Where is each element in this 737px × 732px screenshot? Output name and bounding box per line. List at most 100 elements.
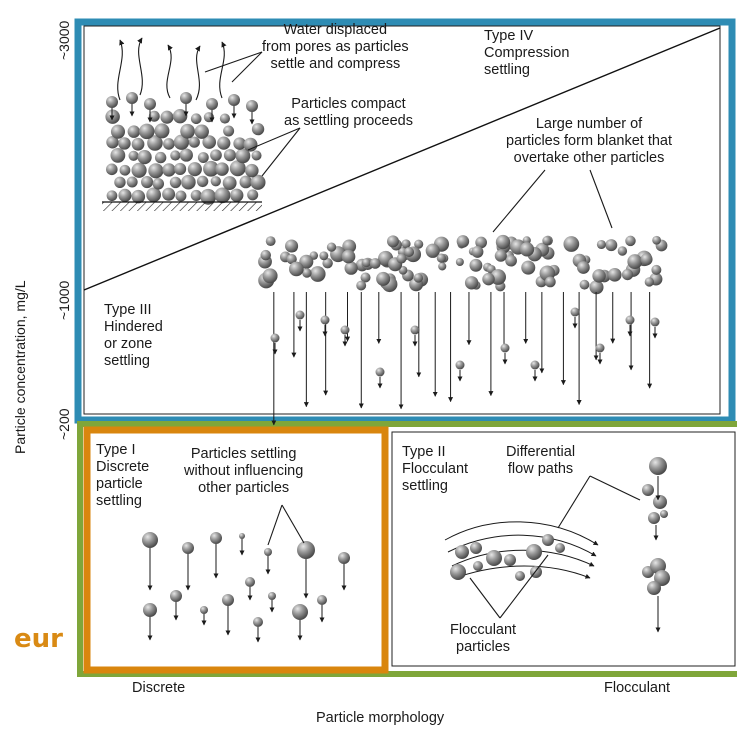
compressed-particle <box>139 123 155 140</box>
compressed-particle <box>169 176 182 189</box>
compressed-particle <box>197 152 209 163</box>
floc-particle <box>660 510 668 518</box>
floc-particle <box>526 544 542 560</box>
floc-particle <box>649 457 667 475</box>
ytick-1000: ~1000 <box>56 280 72 320</box>
compressed-particle <box>131 189 146 204</box>
floc-particle <box>486 550 502 566</box>
discrete-particle <box>317 595 327 605</box>
blanket-particle <box>521 260 536 275</box>
type4-title: Type IV Compression settling <box>484 28 570 78</box>
compressed-particle <box>106 163 118 176</box>
compressed-particle <box>190 113 202 125</box>
compressed-particle <box>188 136 200 148</box>
x-axis-label: Particle morphology <box>316 710 445 726</box>
compressed-particle <box>251 122 265 136</box>
discrete-particle <box>245 577 255 587</box>
compressed-particle <box>200 188 217 205</box>
type4-note2: Particles compact as settling proceeds <box>284 96 413 129</box>
blanket-particle <box>342 239 357 254</box>
free-particle <box>340 325 350 335</box>
compressed-particle <box>233 137 246 150</box>
blanket-particle <box>265 236 276 247</box>
blanket-particle <box>617 246 628 256</box>
compressed-particle <box>131 137 145 151</box>
compressed-particle <box>203 160 219 177</box>
compressed-particle <box>214 187 231 204</box>
discrete-particle <box>210 532 222 544</box>
blanket-particle <box>289 261 304 277</box>
floc-particle <box>647 581 661 595</box>
type2-note2: Flocculant particles <box>450 622 517 655</box>
compressed-particle <box>210 149 222 161</box>
floc-particle <box>504 554 516 566</box>
blanket-particle <box>341 249 356 264</box>
compressed-particle <box>118 188 132 202</box>
blanket-particle <box>505 254 517 267</box>
compressed-particle <box>128 150 139 161</box>
compressed-particle <box>163 138 175 150</box>
blanket-particle <box>621 269 634 281</box>
blanket-particle <box>413 273 424 283</box>
blanket-particle <box>285 239 299 253</box>
compressed-particle <box>144 98 156 110</box>
discrete-particle <box>222 594 234 606</box>
compressed-particle <box>162 163 176 177</box>
type2-title: Type II Flocculant settling <box>402 444 469 494</box>
floc-particle <box>450 564 466 580</box>
blanket-particle <box>494 249 507 262</box>
floc-particle <box>515 571 525 581</box>
free-particle <box>375 367 385 377</box>
blanket-particle <box>456 235 470 248</box>
floc-particle <box>555 543 565 553</box>
floc-particle <box>455 545 469 559</box>
blanket-particle <box>376 271 391 286</box>
blanket-particle <box>592 269 606 283</box>
compressed-particle <box>118 137 131 150</box>
compressed-particle <box>179 148 193 162</box>
type3-4-inner-frame <box>83 25 721 415</box>
blanket-particle <box>414 239 424 249</box>
compressed-particle <box>126 176 138 188</box>
flow-path-arrows <box>444 521 599 579</box>
blanket-particle <box>425 243 440 258</box>
compressed-particle <box>223 149 237 162</box>
blanket-particle <box>644 277 654 287</box>
compressed-particle <box>147 135 163 151</box>
compressed-particle <box>180 123 195 139</box>
discrete-particle <box>170 590 182 602</box>
blanket-particle <box>589 280 604 295</box>
blanket-particle <box>482 272 495 286</box>
compressed-particle <box>162 187 176 201</box>
blanket-particle <box>401 239 411 249</box>
blanket-particle <box>542 236 552 246</box>
blanket-particle <box>396 253 407 264</box>
blanket-particle <box>344 261 358 275</box>
green-frame <box>77 421 737 677</box>
blanket-particle <box>475 236 487 249</box>
compressed-particle <box>175 190 187 202</box>
type2-note: Differential flow paths <box>506 444 576 477</box>
compressed-particle <box>170 150 181 161</box>
compressed-particle <box>243 137 258 152</box>
compressed-particle <box>190 189 202 201</box>
compressed-particle <box>202 135 217 149</box>
compressed-particle <box>251 150 262 161</box>
blanket-particle <box>544 276 556 288</box>
ytick-200: ~200 <box>56 408 72 440</box>
compressed-particle <box>126 92 138 104</box>
blanket-particle <box>360 272 371 283</box>
blanket-particle <box>356 280 367 291</box>
discrete-particle <box>297 541 315 559</box>
compressed-particle <box>229 160 246 177</box>
discrete-particle <box>292 604 308 620</box>
compressed-particle <box>239 175 253 189</box>
blanket-particle <box>519 242 535 257</box>
blanket-particle <box>262 268 278 284</box>
type1-title: Type I Discrete particle settling <box>96 442 150 509</box>
blanket-particle <box>596 239 606 250</box>
compressed-particle <box>194 124 209 139</box>
compressed-particle <box>131 162 147 178</box>
blanket-particle <box>607 267 622 282</box>
accent-overlay-text: eur <box>14 624 63 654</box>
